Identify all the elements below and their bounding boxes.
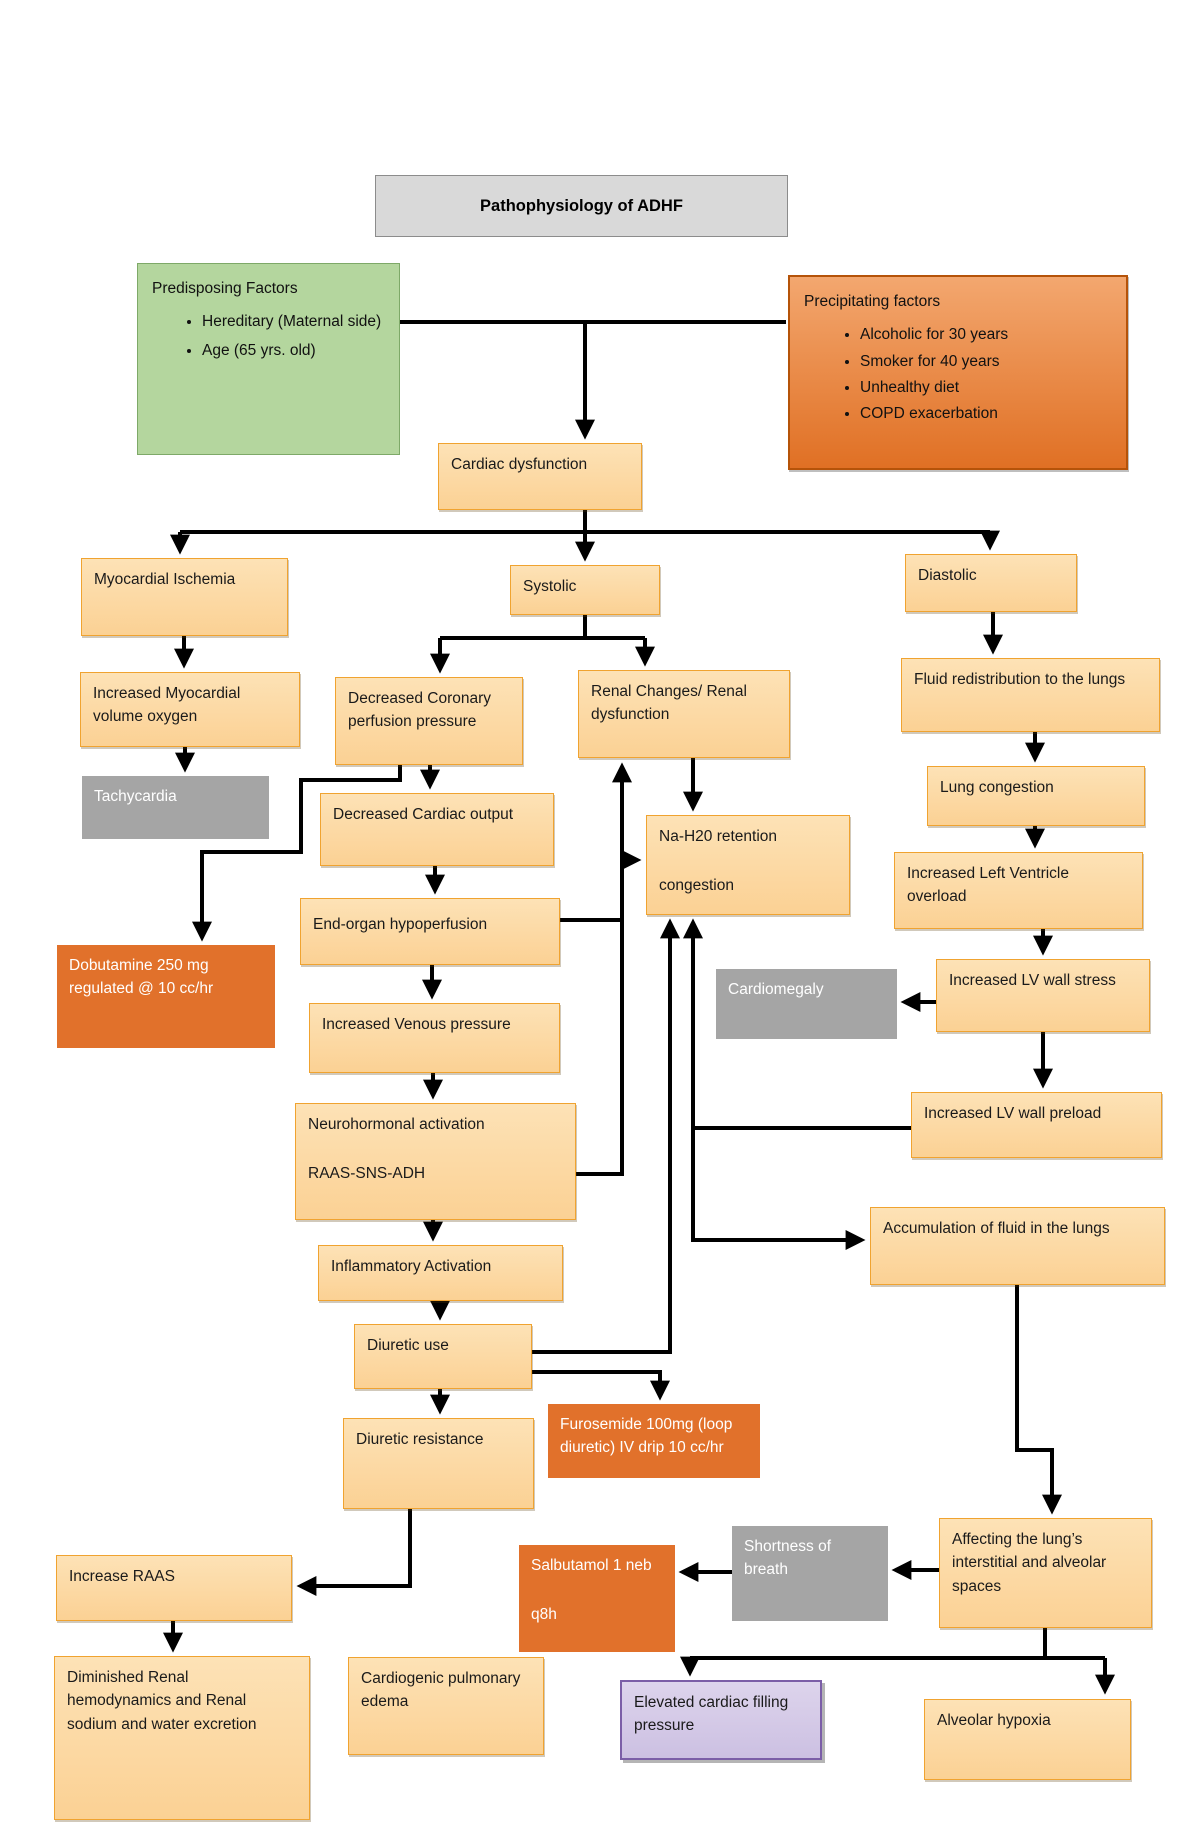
node-label: Accumulation of fluid in the lungs: [883, 1220, 1110, 1237]
node-label: Diuretic resistance: [356, 1431, 484, 1448]
node-diuretic-resistance: Diuretic resistance: [343, 1418, 534, 1509]
node-renal-changes: Renal Changes/ Renal dysfunction: [578, 670, 790, 758]
node-label: Cardiomegaly: [728, 981, 824, 998]
node-label: Shortness of breath: [744, 1538, 832, 1579]
node-label: Increased LV wall stress: [949, 972, 1116, 989]
node-fluid-redistribution: Fluid redistribution to the lungs: [901, 658, 1160, 732]
node-label: Neurohormonal activation: [308, 1116, 485, 1133]
node-na-h2o-retention: Na-H20 retention congestion: [646, 815, 850, 915]
node-increased-lv-overload: Increased Left Ventricle overload: [894, 852, 1143, 929]
node-label: Increased Venous pressure: [322, 1016, 511, 1033]
node-systolic: Systolic: [510, 565, 660, 615]
node-end-organ-hypoperfusion: End-organ hypoperfusion: [300, 898, 560, 965]
node-label: congestion: [659, 877, 734, 895]
node-decreased-coronary-perfusion: Decreased Coronary perfusion pressure: [335, 677, 523, 765]
node-label: Tachycardia: [94, 788, 177, 805]
node-alveolar-hypoxia: Alveolar hypoxia: [924, 1699, 1131, 1780]
node-predisposing-factors: Predisposing Factors Hereditary (Materna…: [137, 263, 400, 455]
node-label: Cardiac dysfunction: [451, 456, 588, 473]
node-tachycardia: Tachycardia: [82, 776, 269, 839]
node-precipitating-factors: Precipitating factors Alcoholic for 30 y…: [788, 275, 1128, 470]
node-label: Furosemide 100mg (loop diuretic) IV drip…: [560, 1416, 733, 1457]
predisposing-heading: Predisposing Factors: [152, 280, 298, 297]
node-label: Na-H20 retention: [659, 828, 778, 845]
list-item: Unhealthy diet: [860, 376, 1114, 399]
node-label: Increased Myocardial volume oxygen: [93, 685, 241, 726]
node-label: Increased LV wall preload: [924, 1105, 1102, 1122]
node-dobutamine: Dobutamine 250 mg regulated @ 10 cc/hr: [57, 945, 275, 1048]
node-salbutamol: Salbutamol 1 neb q8h: [519, 1545, 675, 1652]
node-label: Elevated cardiac filling pressure: [634, 1694, 789, 1735]
node-increased-lv-wall-stress: Increased LV wall stress: [936, 959, 1150, 1032]
node-shortness-of-breath: Shortness of breath: [732, 1526, 888, 1621]
node-label: RAAS-SNS-ADH: [308, 1165, 426, 1183]
node-label: q8h: [531, 1606, 557, 1624]
node-diminished-renal: Diminished Renal hemodynamics and Renal …: [54, 1656, 310, 1820]
diagram-title-text: Pathophysiology of ADHF: [480, 196, 683, 215]
node-cardiomegaly: Cardiomegaly: [716, 969, 897, 1039]
node-elevated-cardiac-filling-pressure: Elevated cardiac filling pressure: [620, 1680, 822, 1760]
node-label: End-organ hypoperfusion: [313, 916, 488, 933]
node-label: Fluid redistribution to the lungs: [914, 671, 1126, 688]
node-increase-raas: Increase RAAS: [56, 1555, 292, 1621]
list-item: Age (65 yrs. old): [202, 339, 387, 362]
precipitating-bullet-list: Alcoholic for 30 years Smoker for 40 yea…: [802, 323, 1114, 425]
node-diuretic-use: Diuretic use: [354, 1324, 532, 1389]
node-furosemide: Furosemide 100mg (loop diuretic) IV drip…: [548, 1404, 760, 1478]
node-label: Cardiogenic pulmonary edema: [361, 1670, 521, 1711]
list-item: COPD exacerbation: [860, 402, 1114, 425]
node-label: Diminished Renal hemodynamics and Renal …: [67, 1669, 257, 1733]
node-label: Alveolar hypoxia: [937, 1712, 1051, 1729]
node-label: Inflammatory Activation: [331, 1258, 492, 1275]
list-item: Smoker for 40 years: [860, 350, 1114, 373]
list-item: Hereditary (Maternal side): [202, 310, 387, 333]
predisposing-bullet-list: Hereditary (Maternal side) Age (65 yrs. …: [150, 310, 387, 362]
node-myocardial-ischemia: Myocardial Ischemia: [81, 558, 288, 636]
node-label: Decreased Coronary perfusion pressure: [348, 690, 492, 731]
precipitating-heading: Precipitating factors: [804, 293, 941, 310]
node-label: Increase RAAS: [69, 1568, 175, 1585]
node-affecting-lungs: Affecting the lung’s interstitial and al…: [939, 1518, 1152, 1628]
node-increased-myocardial-volume-oxygen: Increased Myocardial volume oxygen: [80, 672, 300, 747]
node-decreased-cardiac-output: Decreased Cardiac output: [320, 793, 554, 866]
node-lung-congestion: Lung congestion: [927, 766, 1145, 826]
node-label: Decreased Cardiac output: [333, 806, 514, 823]
node-cardiogenic-pulmonary-edema: Cardiogenic pulmonary edema: [348, 1657, 544, 1755]
node-cardiac-dysfunction: Cardiac dysfunction: [438, 443, 642, 510]
list-item: Alcoholic for 30 years: [860, 323, 1114, 346]
node-increased-venous-pressure: Increased Venous pressure: [309, 1003, 560, 1073]
node-neurohormonal-activation: Neurohormonal activation RAAS-SNS-ADH: [295, 1103, 576, 1220]
node-label: Systolic: [523, 578, 577, 595]
node-label: Lung congestion: [940, 779, 1054, 796]
node-accumulation-of-fluid: Accumulation of fluid in the lungs: [870, 1207, 1165, 1285]
node-label: Myocardial Ischemia: [94, 571, 236, 588]
node-label: Dobutamine 250 mg regulated @ 10 cc/hr: [69, 957, 214, 998]
node-label: Affecting the lung’s interstitial and al…: [952, 1531, 1107, 1595]
node-label: Diuretic use: [367, 1337, 449, 1354]
node-label: Diastolic: [918, 567, 977, 584]
node-label: Renal Changes/ Renal dysfunction: [591, 683, 747, 724]
node-label: Increased Left Ventricle overload: [907, 865, 1069, 906]
node-label: Salbutamol 1 neb: [531, 1557, 652, 1574]
diagram-title: Pathophysiology of ADHF: [375, 175, 788, 237]
node-diastolic: Diastolic: [905, 554, 1077, 612]
node-increased-lv-wall-preload: Increased LV wall preload: [911, 1092, 1162, 1158]
node-inflammatory-activation: Inflammatory Activation: [318, 1245, 563, 1301]
